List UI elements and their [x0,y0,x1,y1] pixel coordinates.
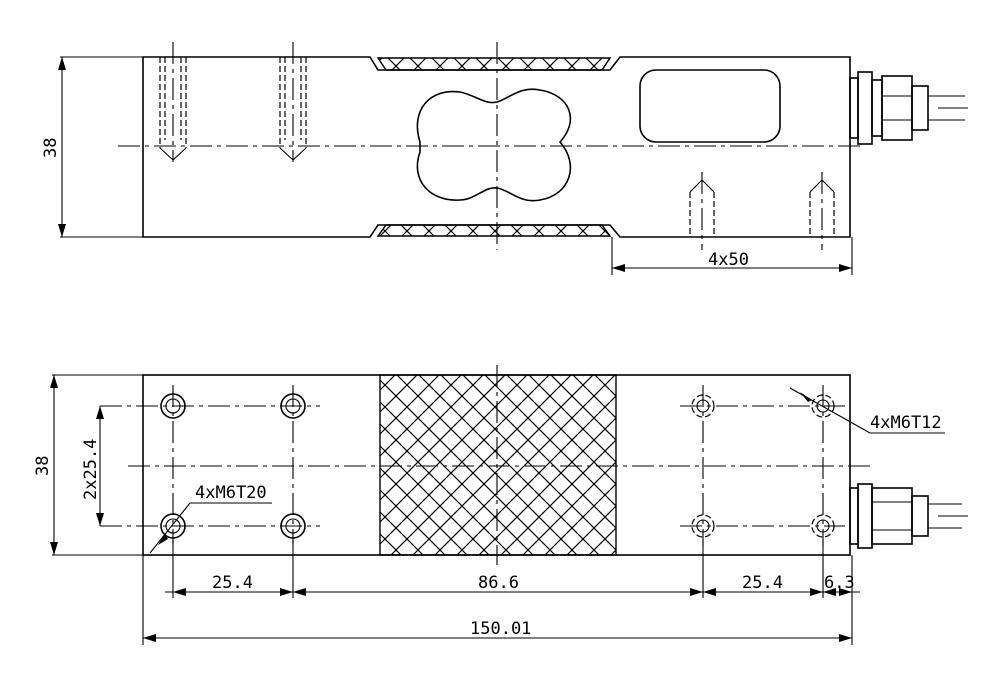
side-view-height-dimension: 38 [41,57,66,237]
thread-label-right: 4xM6T12 [870,413,942,433]
hole-spacing-dimension: 2x25.4 [81,406,104,526]
plan-view: 38 2x25.4 4xM6T20 4xM6T12 [33,365,968,645]
height-label-bottom: 38 [33,456,53,476]
side-view-right-threaded-holes [689,172,835,250]
thread-callout-left: 4xM6T20 [149,483,272,554]
plan-view-left-holes [160,393,306,539]
plan-view-strain-gauge-area [379,374,617,556]
overall-length-label: 150.01 [470,619,531,639]
dim-25-4-left-label: 25.4 [212,573,253,593]
plan-view-cable-gland [849,483,968,549]
thread-callout-right: 4xM6T12 [789,387,945,434]
hole-spacing-label: 2x25.4 [81,439,101,500]
thread-label-left: 4xM6T20 [195,483,267,503]
dim-25-4-right-label: 25.4 [742,573,783,593]
height-label-top: 38 [41,138,61,158]
side-view-left-threaded-holes [159,42,307,162]
side-view-bottom-strain-gauge [376,224,612,237]
side-view-top-strain-gauge [376,57,612,71]
overall-length-dimension: 150.01 [142,555,853,645]
chain-dimensions: 25.4 86.6 25.4 6.3 [165,540,860,598]
side-view-4x50-dimension: 4x50 [611,237,853,275]
side-view-body-outline [142,56,851,238]
dim-86-6-label: 86.6 [478,573,519,593]
side-view-pocket [639,69,781,143]
dim-6-3-label: 6.3 [824,573,855,593]
side-view-cable-gland [849,71,968,145]
length-4x50-label: 4x50 [708,250,749,270]
side-view: 38 4x50 [41,42,968,275]
plan-view-right-threaded-holes [691,394,835,538]
side-view-binocular-cutout [416,88,572,202]
plan-view-height-dimension: 38 [33,375,58,555]
